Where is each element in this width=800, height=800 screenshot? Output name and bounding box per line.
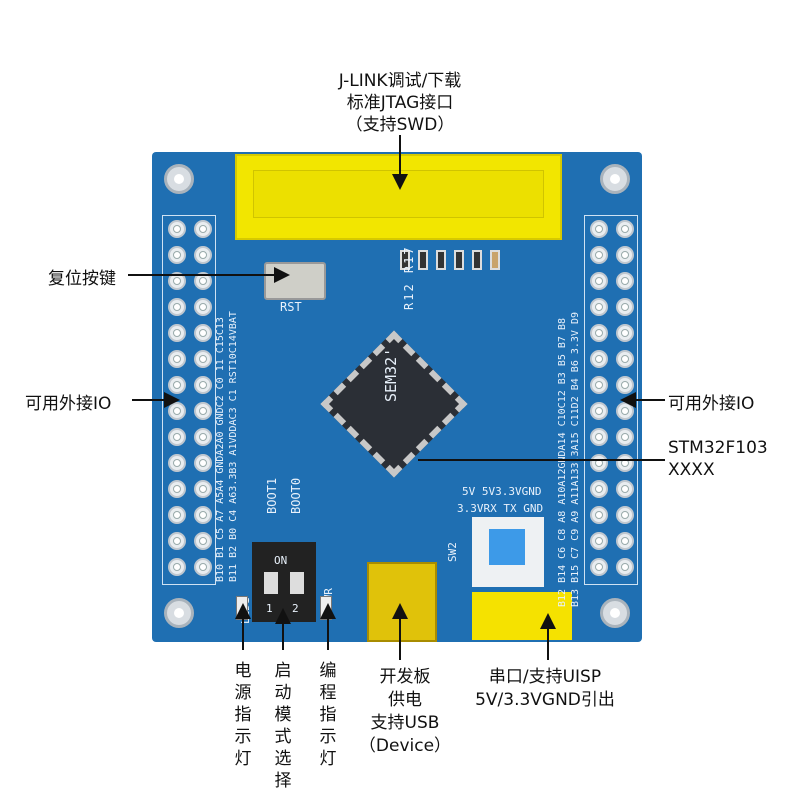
uart-annotation: 串口/支持UISP 5V/3.3VGND引出	[465, 666, 625, 712]
header-pin	[590, 298, 608, 316]
header-pin	[590, 428, 608, 446]
header-pin	[194, 246, 212, 264]
smd-component	[418, 250, 428, 270]
mcu-line-2: XXXX	[668, 460, 715, 480]
header-pin	[168, 558, 186, 576]
usb-line-4: （Device）	[358, 736, 452, 756]
header-pin	[168, 454, 186, 472]
header-pin	[168, 480, 186, 498]
jtag-line-2: 标准JTAG接口	[346, 93, 454, 113]
header-pin	[616, 298, 634, 316]
header-pin	[194, 324, 212, 342]
header-pin	[168, 506, 186, 524]
jtag-line-1: J-LINK调试/下载	[338, 71, 462, 91]
header-pin	[616, 350, 634, 368]
header-pin	[194, 298, 212, 316]
header-pin	[194, 402, 212, 420]
header-pin	[590, 220, 608, 238]
header-pin	[168, 350, 186, 368]
header-pin	[194, 428, 212, 446]
uart-line-1: 串口/支持UISP	[488, 667, 602, 687]
header-pin	[616, 220, 634, 238]
header-pin	[590, 506, 608, 524]
header-pin	[194, 506, 212, 524]
header-pin	[194, 376, 212, 394]
header-pin	[616, 480, 634, 498]
header-pin	[616, 506, 634, 524]
dip-lever-2	[290, 572, 304, 594]
smd-component	[436, 250, 446, 270]
header-pin	[168, 220, 186, 238]
power-switch	[472, 517, 544, 587]
header-pin	[168, 298, 186, 316]
header-pin	[194, 272, 212, 290]
uart-top-label: 5V 5V3.3VGND	[462, 485, 542, 498]
mount-hole	[164, 598, 194, 628]
power-led-annotation: 电源指示灯	[234, 661, 252, 769]
header-pin	[590, 272, 608, 290]
usb-annotation: 开发板 供电 支持USB （Device）	[350, 666, 460, 758]
header-pin	[616, 454, 634, 472]
header-pin	[616, 428, 634, 446]
header-pin	[590, 376, 608, 394]
header-pin	[194, 558, 212, 576]
header-pin	[168, 428, 186, 446]
header-pin	[590, 454, 608, 472]
rst-label: RST	[280, 300, 302, 314]
mini-usb-port	[367, 562, 437, 642]
io-left-annotation: 可用外接IO	[25, 394, 112, 414]
mount-hole	[600, 598, 630, 628]
uart-bottom-label: 3.3VRX TX GND	[457, 502, 544, 515]
header-pin	[194, 350, 212, 368]
right-pin-header	[584, 215, 638, 585]
header-pin	[194, 454, 212, 472]
jtag-line-3: （支持SWD）	[345, 115, 455, 135]
on-label: ON	[274, 554, 288, 567]
header-pin	[168, 376, 186, 394]
header-pin	[616, 246, 634, 264]
power-switch-knob	[489, 529, 525, 565]
header-pin	[168, 272, 186, 290]
smd-component	[454, 250, 464, 270]
header-pin	[616, 558, 634, 576]
jtag-annotation: J-LINK调试/下载 标准JTAG接口 （支持SWD）	[320, 70, 480, 136]
header-pin	[194, 480, 212, 498]
mcu-line-1: STM32F103	[668, 438, 768, 458]
reset-annotation: 复位按键	[48, 269, 116, 289]
usb-line-1: 开发板	[379, 667, 431, 687]
smd-component	[472, 250, 482, 270]
header-pin	[616, 532, 634, 550]
header-pin	[590, 246, 608, 264]
header-pin	[168, 532, 186, 550]
header-pin	[616, 272, 634, 290]
header-pin	[590, 402, 608, 420]
usb-line-2: 供电	[388, 690, 422, 710]
io-right-annotation: 可用外接IO	[668, 394, 755, 414]
header-pin	[194, 220, 212, 238]
header-pin	[168, 246, 186, 264]
mount-hole	[600, 164, 630, 194]
header-pin	[168, 324, 186, 342]
header-pin	[590, 532, 608, 550]
mcu-annotation: STM32F103 XXXX	[668, 437, 768, 481]
usb-line-3: 支持USB	[370, 713, 440, 733]
header-pin	[194, 532, 212, 550]
smd-component	[490, 250, 500, 270]
sw-num-1: 1	[266, 602, 273, 615]
sw-num-2: 2	[292, 602, 299, 615]
header-pin	[590, 558, 608, 576]
dip-lever-1	[264, 572, 278, 594]
smd-component	[400, 250, 410, 270]
header-pin	[616, 324, 634, 342]
prog-led-annotation: 编程指示灯	[319, 661, 337, 769]
uart-line-2: 5V/3.3VGND引出	[475, 690, 615, 710]
header-pin	[590, 480, 608, 498]
boot-select-annotation: 启动模式选择	[274, 661, 292, 791]
mount-hole	[164, 164, 194, 194]
header-pin	[590, 350, 608, 368]
header-pin	[590, 324, 608, 342]
resistor-row	[400, 250, 510, 274]
